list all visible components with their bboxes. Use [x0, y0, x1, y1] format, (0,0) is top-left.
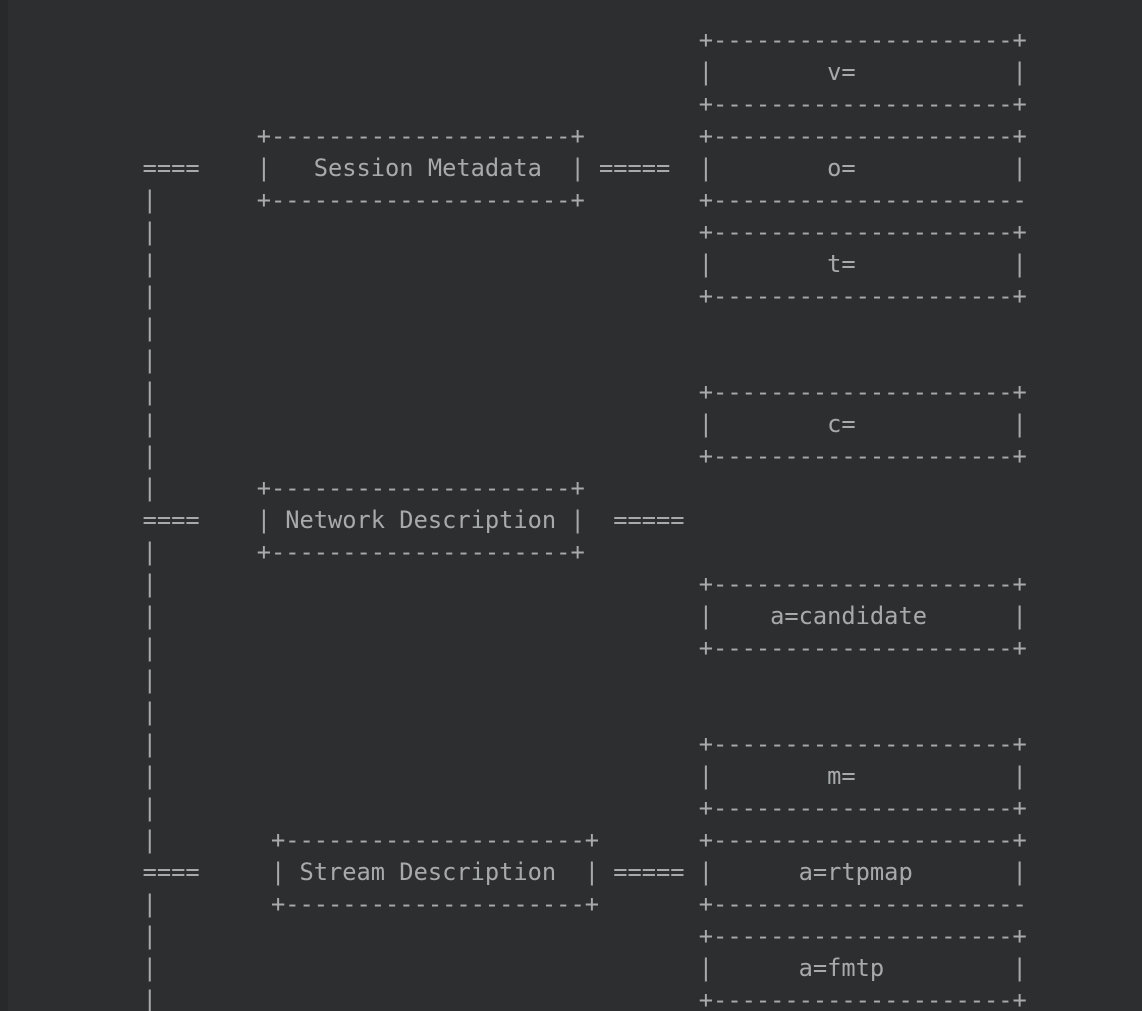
terminal-left-edge-strip — [0, 0, 8, 1011]
sdp-structure-ascii-diagram: +---------------------+ | v= | +--------… — [142, 26, 1027, 1011]
